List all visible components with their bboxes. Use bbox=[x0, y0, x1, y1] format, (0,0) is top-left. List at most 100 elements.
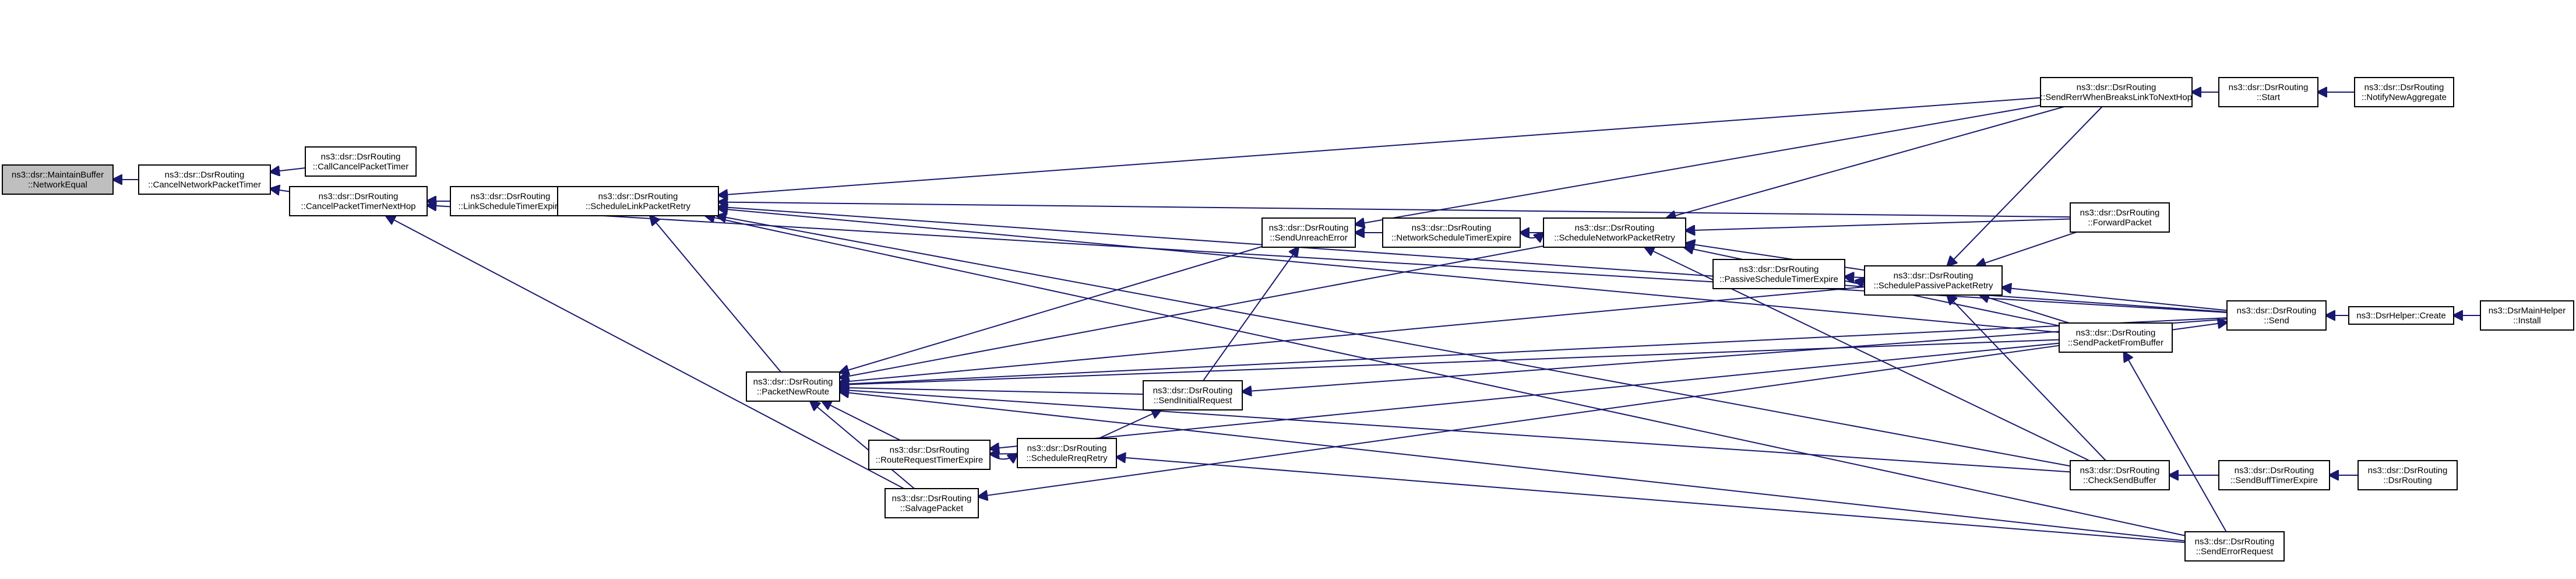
node-srr[interactable]: ns3::dsr::DsrRouting::ScheduleRreqRetry bbox=[1017, 438, 1117, 468]
edge-srwblth-to-slpr bbox=[718, 97, 2041, 195]
node-label-line1: ns3::dsr::DsrRouting bbox=[1412, 223, 1492, 233]
edge-ser-to-spfb bbox=[2124, 352, 2227, 532]
node-box bbox=[1382, 217, 1521, 248]
node-label-line2: ::CancelPacketTimerNextHop bbox=[301, 202, 415, 212]
node-install[interactable]: ns3::DsrMainHelper::Install bbox=[2480, 300, 2574, 331]
node-sp[interactable]: ns3::dsr::DsrRouting::SalvagePacket bbox=[884, 488, 979, 518]
edge-rrte-to-pnr bbox=[822, 401, 901, 441]
node-rrte[interactable]: ns3::dsr::DsrRouting::RouteRequestTimerE… bbox=[868, 440, 991, 470]
node-label-line1: ns3::dsr::DsrRouting bbox=[1153, 386, 1233, 396]
node-lste[interactable]: ns3::dsr::DsrRouting::LinkScheduleTimerE… bbox=[450, 186, 571, 216]
node-label-line1: ns3::dsr::DsrRouting bbox=[2076, 328, 2156, 338]
node-box bbox=[2059, 322, 2173, 353]
node-label-line2: ::SendInitialRequest bbox=[1154, 396, 1232, 406]
edge-spfb-to-sp bbox=[978, 345, 2060, 497]
edge-rrte-to-srr bbox=[989, 454, 1017, 459]
call-nodes: ns3::dsr::MaintainBuffer::NetworkEqualns… bbox=[2, 77, 2574, 562]
node-box bbox=[884, 488, 979, 518]
node-cptnh[interactable]: ns3::dsr::DsrRouting::CancelPacketTimerN… bbox=[289, 186, 428, 216]
edge-send-to-sppr bbox=[2002, 287, 2228, 311]
node-ser[interactable]: ns3::dsr::DsrRouting::SendErrorRequest bbox=[2184, 531, 2285, 562]
node-pste[interactable]: ns3::dsr::DsrRouting::PassiveScheduleTim… bbox=[1712, 259, 1845, 289]
edge-csb-to-snpr bbox=[1645, 247, 2090, 461]
node-box bbox=[2218, 460, 2330, 490]
node-label-line2: ::Send bbox=[2264, 316, 2289, 326]
node-nste[interactable]: ns3::dsr::DsrRouting::NetworkScheduleTim… bbox=[1382, 217, 1521, 248]
node-label-line2: ::DsrRouting bbox=[2383, 476, 2431, 486]
edge-sue-to-pnr bbox=[840, 245, 1263, 373]
edge-sppr-to-pnr bbox=[840, 286, 1865, 383]
edge-fp-to-slpr bbox=[718, 202, 2071, 218]
node-root[interactable]: ns3::dsr::MaintainBuffer::NetworkEqual bbox=[2, 164, 114, 195]
node-box bbox=[2070, 202, 2170, 233]
node-label-line1: ns3::dsr::DsrRouting bbox=[1269, 223, 1349, 233]
edge-srwblth-to-sue bbox=[1355, 104, 2041, 224]
node-start[interactable]: ns3::dsr::DsrRouting::Start bbox=[2218, 77, 2318, 107]
node-csb[interactable]: ns3::dsr::DsrRouting::CheckSendBuffer bbox=[2070, 460, 2170, 490]
edge-sir-to-sue bbox=[1203, 247, 1298, 381]
node-slpr[interactable]: ns3::dsr::DsrRouting::ScheduleLinkPacket… bbox=[557, 186, 719, 216]
node-sppr[interactable]: ns3::dsr::DsrRouting::SchedulePassivePac… bbox=[1864, 265, 2003, 296]
node-label-line2: ::PacketNewRoute bbox=[757, 387, 829, 397]
node-label-line1: ns3::DsrMainHelper bbox=[2489, 306, 2566, 316]
node-label-line2: ::SendRerrWhenBreaksLinkToNextHop bbox=[2041, 93, 2192, 103]
node-label-line1: ns3::dsr::DsrRouting bbox=[1027, 444, 1107, 454]
node-srwblth[interactable]: ns3::dsr::DsrRouting::SendRerrWhenBreaks… bbox=[2040, 77, 2193, 107]
node-label-line1: ns3::dsr::DsrRouting bbox=[2195, 537, 2275, 547]
edge-csb-to-sppr bbox=[1947, 295, 2106, 461]
edge-ser-to-srr bbox=[1116, 457, 2186, 543]
node-sbte[interactable]: ns3::dsr::DsrRouting::SendBuffTimerExpir… bbox=[2218, 460, 2330, 490]
edge-csb-to-pnr bbox=[840, 389, 2071, 473]
node-send[interactable]: ns3::dsr::DsrRouting::Send bbox=[2226, 300, 2327, 331]
node-snpr[interactable]: ns3::dsr::DsrRouting::ScheduleNetworkPac… bbox=[1543, 217, 1686, 248]
node-box bbox=[2357, 460, 2458, 490]
node-box bbox=[1864, 265, 2003, 296]
node-label-line2: ::NotifyNewAggregate bbox=[2362, 93, 2447, 103]
edge-nste-to-snpr bbox=[1520, 233, 1544, 238]
edge-srwblth-to-snpr bbox=[1666, 106, 2064, 218]
node-box bbox=[557, 186, 719, 216]
node-ccpt[interactable]: ns3::dsr::DsrRouting::CallCancelPacketTi… bbox=[305, 146, 417, 177]
edge-sp-to-cptnh bbox=[386, 216, 904, 489]
node-label-line1: ns3::dsr::DsrRouting bbox=[2080, 208, 2160, 218]
node-create[interactable]: ns3::DsrHelper::Create bbox=[2348, 306, 2454, 325]
node-label-line1: ns3::dsr::DsrRouting bbox=[319, 192, 399, 202]
node-cnpt[interactable]: ns3::dsr::DsrRouting::CancelNetworkPacke… bbox=[138, 164, 271, 195]
node-label-line1: ns3::dsr::DsrRouting bbox=[753, 377, 833, 387]
node-box bbox=[289, 186, 428, 216]
node-box bbox=[2348, 306, 2454, 325]
edge-ccpt-to-cnpt bbox=[270, 168, 306, 172]
edge-cptnh-to-cnpt bbox=[270, 189, 290, 192]
edge-srr-to-sir bbox=[1098, 410, 1161, 439]
node-label-line1: ns3::dsr::DsrRouting bbox=[1739, 265, 1819, 275]
node-box bbox=[1261, 217, 1356, 248]
node-spfb[interactable]: ns3::dsr::DsrRouting::SendPacketFromBuff… bbox=[2059, 322, 2173, 353]
node-label-line2: ::SendUnreachError bbox=[1270, 233, 1347, 243]
node-label-line2: ::SendPacketFromBuffer bbox=[2068, 338, 2163, 348]
node-label-line1: ns3::dsr::DsrRouting bbox=[2364, 83, 2444, 93]
node-box bbox=[1017, 438, 1117, 468]
node-label-line2: ::ScheduleNetworkPacketRetry bbox=[1554, 233, 1675, 243]
node-label-line1: ns3::dsr::DsrRouting bbox=[892, 494, 972, 504]
node-fp[interactable]: ns3::dsr::DsrRouting::ForwardPacket bbox=[2070, 202, 2170, 233]
edge-send-to-cptnh bbox=[427, 205, 2228, 313]
node-box bbox=[746, 371, 840, 402]
node-nna[interactable]: ns3::dsr::DsrRouting::NotifyNewAggregate bbox=[2354, 77, 2454, 107]
node-label-line1: ns3::dsr::DsrRouting bbox=[1575, 223, 1655, 233]
node-dsrr[interactable]: ns3::dsr::DsrRouting::DsrRouting bbox=[2357, 460, 2458, 490]
node-pnr[interactable]: ns3::dsr::DsrRouting::PacketNewRoute bbox=[746, 371, 840, 402]
node-box bbox=[2070, 460, 2170, 490]
node-label-line2: ::ScheduleRreqRetry bbox=[1026, 454, 1108, 464]
node-box bbox=[1712, 259, 1845, 289]
node-label-line2: ::SalvagePacket bbox=[900, 504, 964, 514]
node-box bbox=[1543, 217, 1686, 248]
edge-spfb-to-rrte bbox=[990, 342, 2060, 449]
node-box bbox=[2, 164, 114, 195]
node-label-line1: ns3::DsrHelper::Create bbox=[2356, 311, 2445, 321]
edge-spfb-to-pnr bbox=[840, 339, 2060, 385]
node-sir[interactable]: ns3::dsr::DsrRouting::SendInitialRequest bbox=[1143, 380, 1243, 410]
node-box bbox=[2480, 300, 2574, 331]
node-label-line1: ns3::dsr::DsrRouting bbox=[598, 192, 678, 202]
node-sue[interactable]: ns3::dsr::DsrRouting::SendUnreachError bbox=[1261, 217, 1356, 248]
